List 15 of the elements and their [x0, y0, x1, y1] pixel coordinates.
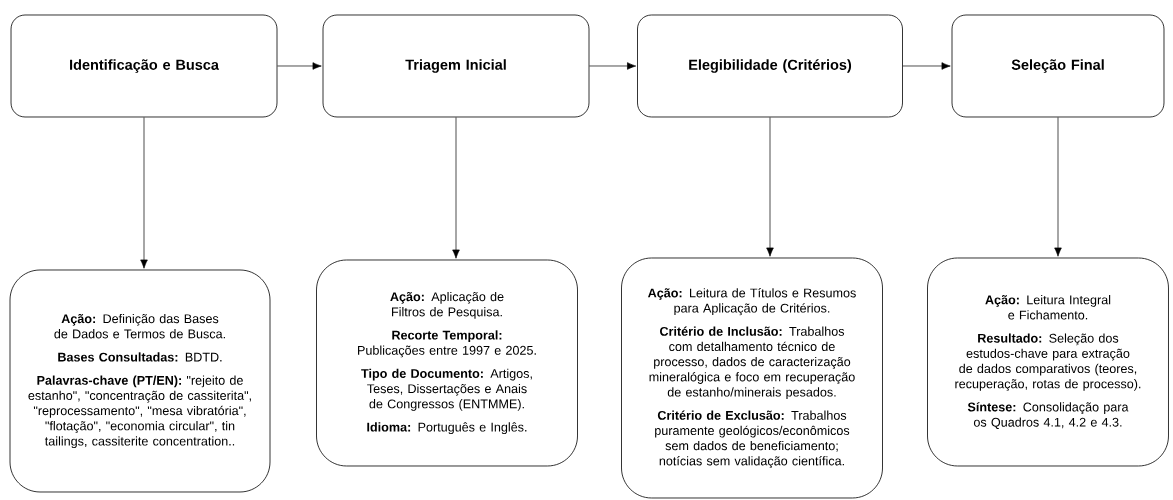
arrow: [766, 117, 774, 257]
detail-box: Ação: Leitura Integral e Fichamento. Resultado: Seleção dos estudos-chave para extração de dados comparativos (teores, recuperação, rotas de processo). Síntese: Consolidação para os Quadros 4.1, 4.2 e 4.3.: [927, 257, 1169, 467]
detail-box: Ação: Definição das Bases de Dados e Termos de Busca. Bases Consultadas: BDTD. Palavras-chave (PT/EN): "rejeito de estanho", "concentração de cassiterita", "reprocessamento", "mesa vibratória", "flotação", "economia circular", tin tailings, cassiterite concentration..: [9, 269, 271, 493]
arrow: [140, 117, 148, 269]
arrow: [589, 62, 637, 70]
step-box: Seleção Final: [951, 14, 1165, 118]
arrow: [1054, 117, 1062, 257]
detail-box: Ação: Aplicação de Filtros de Pesquisa. Recorte Temporal: Publicações entre 1997 e 2025. Tipo de Documento: Artigos, Teses, Dissertações e Anais de Congressos (ENTMME). Idioma: Português e Inglês.: [316, 259, 578, 467]
detail-box: Ação: Leitura de Títulos e Resumos para Aplicação de Critérios. Critério de Inclusão: Trabalhos com detalhamento técnico de processo, dados de caracterização mineralógica e foco em recuperação de estanho/minerais pesados. Critério de Exclusão: Trabalhos puramente geológicos/econômicos sem dados de beneficiamento; notícias sem validação científica.: [621, 257, 883, 499]
arrow: [902, 62, 951, 70]
step-box: Identificação e Busca: [10, 14, 278, 118]
arrow: [277, 62, 322, 70]
arrow: [452, 117, 460, 259]
step-box: Elegibilidade (Critérios): [637, 14, 903, 118]
step-box: Triagem Inicial: [322, 14, 590, 118]
